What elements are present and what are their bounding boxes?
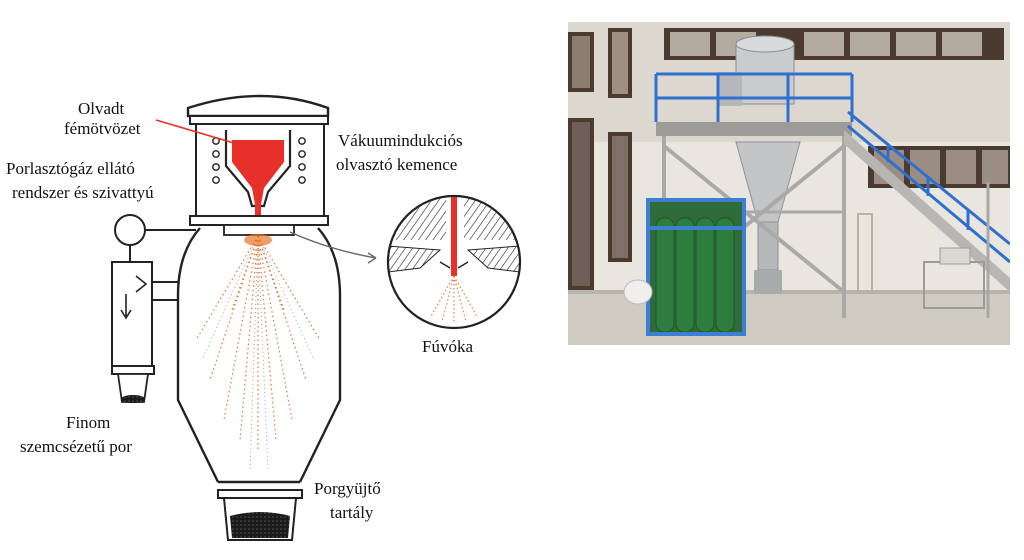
atomizer-plant-photo [568,22,1010,345]
label-gas-supply: Porlasztógáz ellátó [6,159,135,178]
label-vacuum-furnace: Vákuumindukciós [338,131,463,150]
powder-collector [218,490,302,540]
label-fine-powder-2: szemcsézetű por [20,437,132,456]
label-gas-supply-2: rendszer és szivattyú [12,183,154,202]
gas-supply-system [112,215,196,374]
label-collector: Porgyüjtő [314,479,381,498]
atomizer-schematic: Olvadt fémötvözet Porlasztógáz ellátó re… [0,0,560,560]
label-fine-powder: Finom [66,413,110,432]
nozzle-detail [388,190,524,328]
vacuum-furnace [188,96,328,235]
label-molten-alloy: Olvadt [78,99,125,118]
label-vacuum-furnace-2: olvasztó kemence [336,155,457,174]
spray-cone [196,236,320,452]
label-nozzle: Fúvóka [422,337,473,356]
gas-cylinder-rack [648,200,744,334]
label-collector-2: tartály [330,503,374,522]
label-molten-alloy-2: fémötvözet [64,119,141,138]
atomizing-chamber [152,228,340,482]
